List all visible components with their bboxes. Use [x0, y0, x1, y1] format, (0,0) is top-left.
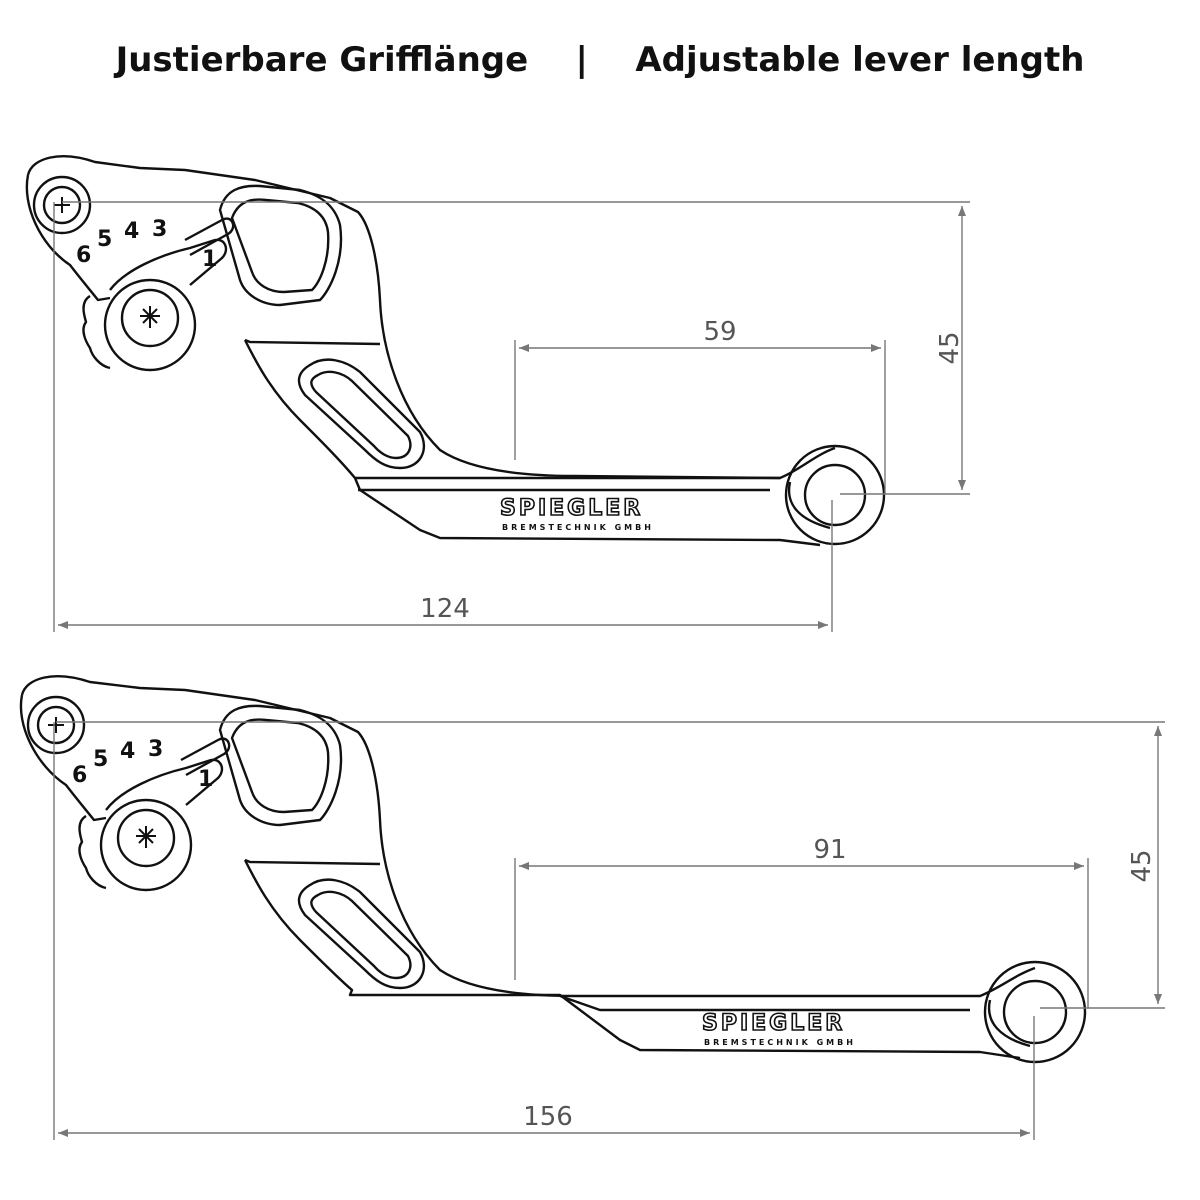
position-1: 1	[202, 247, 217, 272]
position-6: 6	[76, 243, 91, 268]
position-6: 6	[72, 763, 87, 788]
title-german: Justierbare Grifflänge	[115, 40, 529, 80]
position-4: 4	[124, 219, 139, 244]
torx-bolt-icon	[48, 717, 156, 848]
dimension-lines	[53, 201, 970, 632]
dimension-total: 156	[523, 1102, 573, 1132]
position-5: 5	[93, 747, 108, 772]
dimension-height: 45	[935, 331, 965, 364]
dimension-height: 45	[1127, 849, 1157, 882]
title-separator: |	[575, 40, 588, 80]
page-title: Justierbare Grifflänge | Adjustable leve…	[0, 40, 1200, 80]
position-3: 3	[152, 217, 167, 242]
position-1: 1	[198, 767, 213, 792]
title-english: Adjustable lever length	[635, 40, 1085, 80]
position-4: 4	[120, 739, 135, 764]
brand-logo: SPIEGLER	[500, 496, 643, 521]
figure-long-lever: 6 5 4 3 1 SPIEGLER BREMSTECHNIK GMBH 91 …	[19, 675, 1165, 1140]
position-3: 3	[148, 737, 163, 762]
brand-logo: SPIEGLER	[702, 1011, 845, 1036]
torx-bolt-icon	[54, 197, 160, 328]
dimension-inner: 91	[813, 835, 846, 865]
position-5: 5	[97, 227, 112, 252]
brand-subtitle: BREMSTECHNIK GMBH	[704, 1038, 856, 1047]
brand-subtitle: BREMSTECHNIK GMBH	[502, 523, 654, 532]
dimension-inner: 59	[703, 317, 736, 347]
lever-drawing	[19, 675, 1087, 1064]
position-labels: 6 5 4 3 1	[76, 217, 217, 272]
lever-drawing	[25, 155, 886, 547]
figure-short-lever: 6 5 4 3 1 SPIEGLER BREMSTECHNIK GMBH 59 …	[25, 155, 970, 632]
dimension-lines	[53, 721, 1165, 1140]
position-labels: 6 5 4 3 1	[72, 737, 213, 792]
dimension-total: 124	[420, 594, 470, 624]
